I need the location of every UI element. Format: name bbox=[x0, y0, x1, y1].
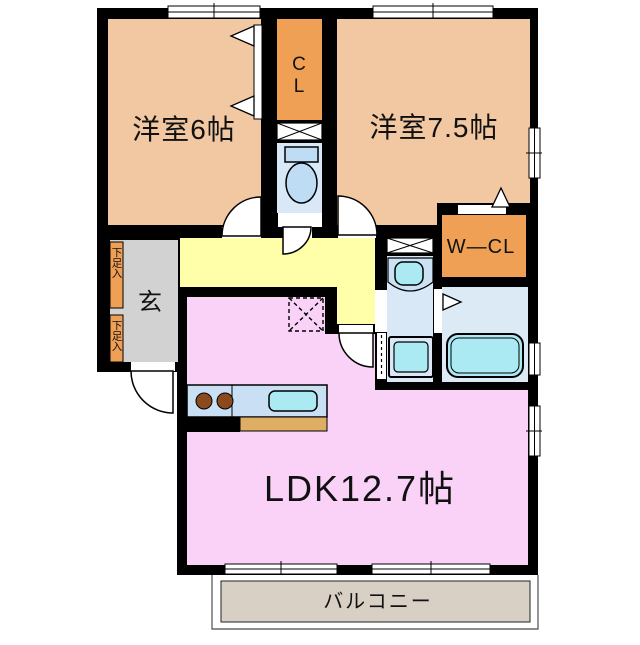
bedroom1-door bbox=[221, 196, 262, 238]
bathroom-folding-door bbox=[434, 289, 463, 333]
window-icon bbox=[372, 3, 494, 19]
entrance-door bbox=[130, 362, 175, 414]
closet-label-line2: L bbox=[294, 76, 305, 97]
stove-burner-icon bbox=[216, 392, 234, 410]
kitchen-sink-icon bbox=[268, 390, 318, 412]
bedroom2-floor bbox=[337, 19, 530, 225]
sliding-door-icon bbox=[371, 561, 491, 575]
ldk-label: LDK12.7帖 bbox=[264, 468, 456, 509]
toilet-door bbox=[282, 226, 312, 255]
closet-floor bbox=[277, 19, 322, 120]
shoebox2-label: 下足入 bbox=[111, 320, 123, 352]
window-icon bbox=[528, 342, 541, 376]
kitchen-counter bbox=[184, 384, 328, 432]
window-icon bbox=[167, 3, 261, 19]
window-icon bbox=[526, 405, 542, 457]
hallway-floor bbox=[180, 238, 375, 324]
shelf-hatch-icon bbox=[276, 122, 323, 141]
walkin-closet-floor bbox=[442, 215, 526, 277]
bedroom1-floor bbox=[108, 19, 261, 225]
kitchen-wall-stub bbox=[184, 417, 240, 432]
sliding-door-icon bbox=[224, 561, 338, 575]
balcony bbox=[211, 575, 539, 630]
shelf-hatch-icon bbox=[386, 237, 434, 254]
counter-edge bbox=[239, 416, 328, 432]
entrance-label: 玄 bbox=[138, 289, 162, 316]
walkin-closet-label: W—CL bbox=[447, 236, 515, 258]
bedroom1-label: 洋室6帖 bbox=[132, 114, 236, 145]
shoebox1-label: 下足入 bbox=[111, 247, 123, 279]
window-icon bbox=[526, 127, 542, 179]
toilet-tank-icon bbox=[284, 146, 319, 163]
bedroom2-door bbox=[337, 195, 378, 238]
closet-bifold-door bbox=[229, 24, 263, 120]
bathtub-icon bbox=[446, 333, 524, 378]
shoe-cabinet bbox=[109, 314, 124, 363]
bedroom2-label: 洋室7.5帖 bbox=[370, 112, 499, 143]
refrigerator-space-icon bbox=[288, 297, 324, 332]
ldk-door bbox=[338, 325, 374, 368]
washing-machine-pan-icon bbox=[388, 336, 434, 378]
balcony-label: バルコニー bbox=[323, 591, 433, 613]
stove-burner-icon bbox=[195, 392, 213, 410]
closet-label-line1: C bbox=[292, 54, 306, 75]
washbasin-icon bbox=[387, 257, 434, 292]
shoe-cabinet bbox=[109, 241, 124, 309]
ldk-floor bbox=[187, 297, 528, 565]
washroom-door bbox=[375, 290, 387, 379]
toilet-floor-lower bbox=[278, 213, 322, 227]
walkin-closet-folding-door bbox=[458, 186, 512, 214]
toilet-bowl-icon bbox=[285, 162, 318, 204]
